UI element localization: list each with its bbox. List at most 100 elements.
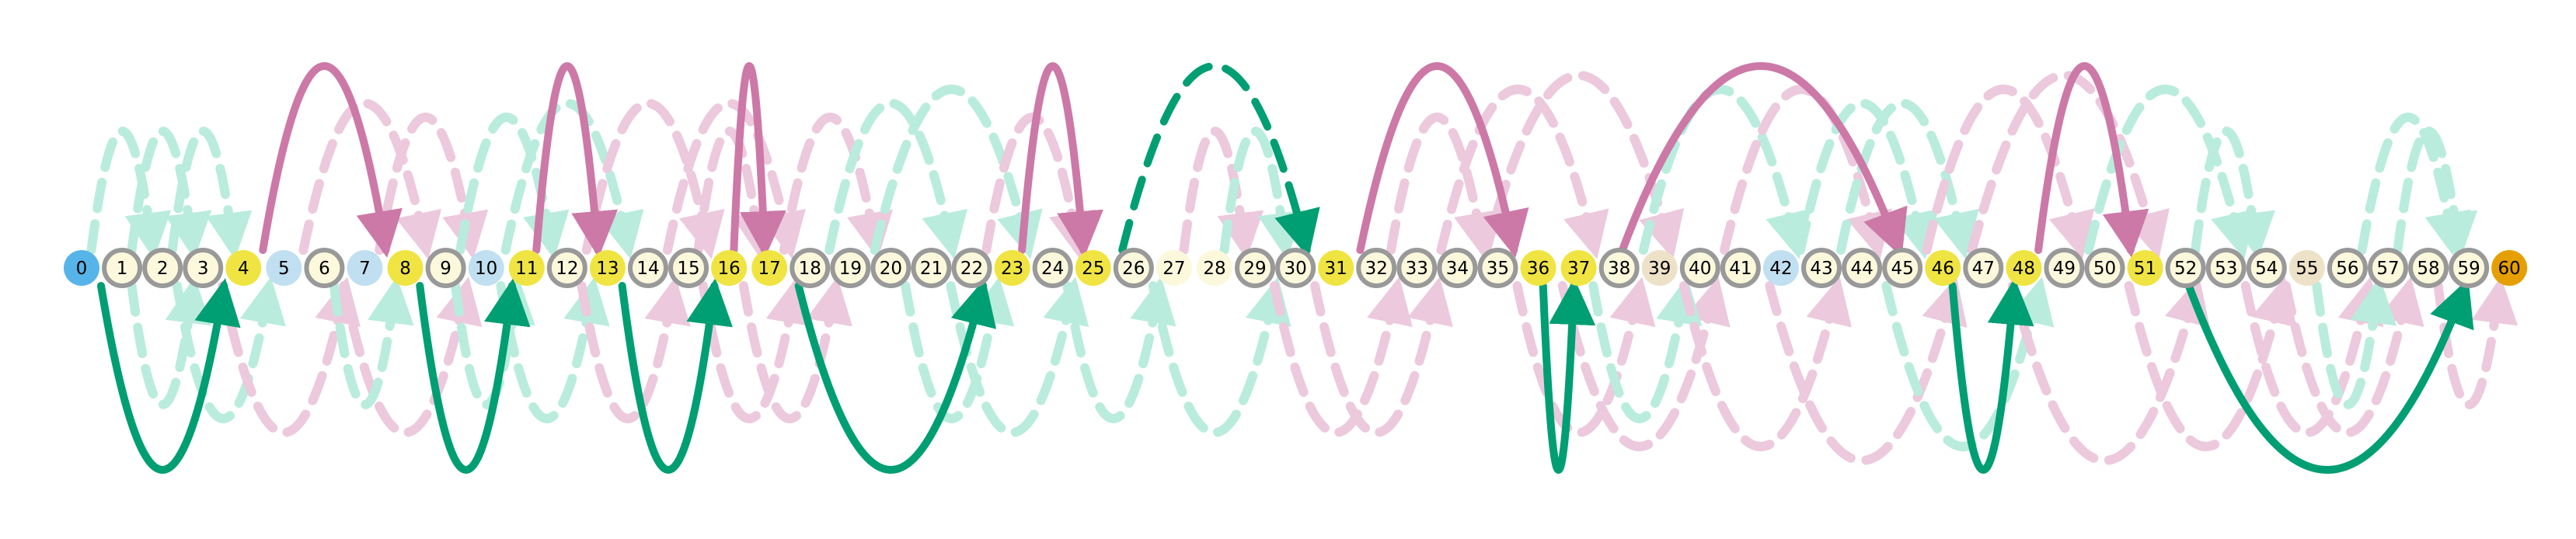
faded-arc-21-25 <box>946 276 1089 437</box>
node-label: 56 <box>2336 259 2358 279</box>
path-arc-46-48 <box>1948 278 2034 474</box>
node-label: 54 <box>2255 259 2278 279</box>
node-circle <box>1356 248 1397 288</box>
faded-arc-37-40 <box>1588 276 1703 423</box>
node-36: 36 <box>1520 250 1556 286</box>
node-label: 8 <box>399 259 411 279</box>
node-circle <box>2491 250 2528 286</box>
node-7: 7 <box>347 250 383 286</box>
path-arc-13-16 <box>618 278 733 474</box>
faded-arc-56-59 <box>2357 113 2471 259</box>
node-circle <box>2367 248 2408 288</box>
node-27: 27 <box>1156 250 1192 286</box>
node-label: 33 <box>1406 259 1428 279</box>
node-label: 39 <box>1648 259 1671 279</box>
node-circle <box>2044 248 2085 288</box>
node-circle <box>1963 248 2004 288</box>
faded-arc-58-60 <box>2433 276 2518 409</box>
node-31: 31 <box>1318 250 1354 286</box>
node-circle <box>2246 248 2287 288</box>
path-arc-25-31 <box>1118 62 1320 258</box>
node-label: 6 <box>319 259 330 279</box>
node-circle <box>142 248 183 288</box>
node-label: 35 <box>1487 259 1509 279</box>
node-circle <box>425 248 466 288</box>
node-label: 21 <box>920 259 943 279</box>
node-circle <box>468 250 504 286</box>
node-circle <box>790 248 831 288</box>
faded-arc-33-38 <box>1436 85 1609 259</box>
node-32: 32 <box>1356 248 1397 288</box>
node-17: 17 <box>751 250 788 286</box>
faded-arc-38-43 <box>1638 85 1811 259</box>
node-circle <box>1882 248 1923 288</box>
node-circle <box>1801 248 1842 288</box>
node-label: 19 <box>839 259 862 279</box>
node-19: 19 <box>830 248 871 288</box>
node-1: 1 <box>102 248 143 288</box>
node-41: 41 <box>1720 248 1761 288</box>
faded-arc-34-40 <box>1481 71 1685 259</box>
node-13: 13 <box>589 250 626 286</box>
node-label: 60 <box>2498 259 2521 279</box>
node-39: 39 <box>1641 250 1678 286</box>
faded-arc-44-49 <box>1881 276 2055 451</box>
faded-arc-50-55 <box>2124 276 2297 451</box>
path-arc-51-60 <box>2184 278 2474 474</box>
node-circle <box>225 250 262 286</box>
node-18: 18 <box>790 248 831 288</box>
faded-arc-18-22 <box>824 99 968 259</box>
node-circle <box>2006 250 2042 286</box>
faded-arc-14-18 <box>662 99 806 259</box>
node-label: 40 <box>1689 259 1711 279</box>
node-24: 24 <box>1032 248 1073 288</box>
node-label: 45 <box>1891 259 1914 279</box>
node-52: 52 <box>2165 248 2206 288</box>
node-circle <box>2165 248 2206 288</box>
faded-arc-54-58 <box>2281 276 2424 437</box>
node-label: 32 <box>1365 259 1388 279</box>
node-12: 12 <box>546 248 587 288</box>
node-circle <box>387 250 424 286</box>
node-label: 0 <box>76 259 88 279</box>
node-57: 57 <box>2367 248 2408 288</box>
faded-arc-28-30 <box>1219 127 1305 259</box>
node-label: 15 <box>677 259 699 279</box>
node-label: 38 <box>1608 259 1630 279</box>
node-label: 36 <box>1527 259 1549 279</box>
node-43: 43 <box>1801 248 1842 288</box>
node-label: 31 <box>1325 259 1347 279</box>
node-label: 20 <box>880 259 902 279</box>
faded-arc-52-54 <box>2191 127 2275 259</box>
node-25: 25 <box>1075 250 1111 286</box>
path-arc-36-37 <box>1539 278 1596 474</box>
node-37: 37 <box>1560 250 1597 286</box>
node-label: 2 <box>157 259 169 279</box>
node-label: 26 <box>1122 259 1145 279</box>
faded-arc-19-24 <box>870 85 1043 259</box>
faded-arc-12-16 <box>581 99 725 259</box>
node-6: 6 <box>304 248 345 288</box>
node-label: 9 <box>440 259 451 279</box>
path-arc-11-13 <box>532 62 619 258</box>
faded-arc-35-39 <box>1512 276 1656 437</box>
faded-arc-53-57 <box>2240 276 2384 437</box>
node-circle <box>911 248 952 288</box>
node-label: 28 <box>1203 259 1225 279</box>
node-label: 3 <box>197 259 209 279</box>
faded-arc-2-5 <box>172 276 286 423</box>
node-circle <box>589 250 626 286</box>
node-circle <box>1520 250 1556 286</box>
faded-arc-40-45 <box>1720 85 1892 259</box>
node-56: 56 <box>2327 248 2368 288</box>
node-3: 3 <box>183 248 224 288</box>
node-label: 10 <box>475 259 497 279</box>
node-label: 48 <box>2013 259 2035 279</box>
faded-arc-49-54 <box>2083 85 2257 259</box>
faded-arc-6-8 <box>329 276 414 409</box>
node-circle <box>2127 250 2163 286</box>
node-45: 45 <box>1882 248 1923 288</box>
node-circle <box>1762 250 1799 286</box>
node-circle <box>1598 248 1640 288</box>
